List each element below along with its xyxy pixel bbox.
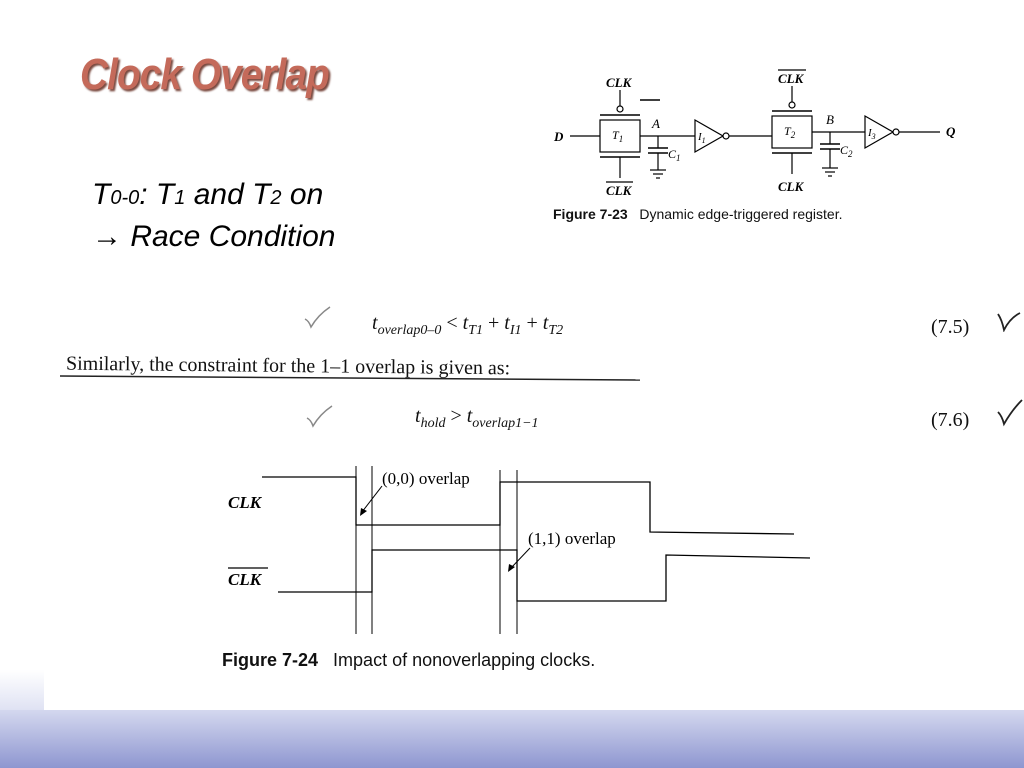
arrow-00-overlap [361, 485, 383, 513]
equation-number-7-5: (7.5) [931, 316, 970, 338]
label-clk-top-1: CLK [606, 75, 633, 90]
inverter-i3 [864, 114, 895, 150]
bullet-colon-t: : T [139, 178, 175, 211]
slide-title: Clock Overlap [80, 50, 330, 99]
label-t2: T2 [784, 124, 796, 140]
bullet-t2-sub: 2 [270, 187, 282, 209]
label-d: D [553, 129, 564, 144]
label-node-a: A [651, 116, 660, 131]
clk-waveform [262, 476, 795, 535]
label-node-b: B [826, 112, 834, 127]
equation-number-7-6: (7.6) [931, 409, 970, 431]
footer-notch [0, 670, 44, 710]
annotation-00-overlap: (0,0) overlap [382, 469, 470, 488]
label-i3: I3 [867, 127, 876, 141]
figure-7-23-circuit: CLK CLK CLK CLK D Q T1 A C1 I1 T2 B C2 I… [553, 69, 956, 198]
label-i1: I1 [697, 131, 706, 145]
clk-bar-waveform [278, 549, 811, 602]
bullet-t1-sub: 1 [174, 187, 186, 209]
figure-7-23-caption: Figure 7-23 Dynamic edge-triggered regis… [553, 206, 842, 222]
bullet-and-t: and T [185, 178, 271, 211]
figure-7-23-caption-text: Dynamic edge-triggered register. [639, 206, 843, 222]
label-q: Q [946, 124, 956, 139]
label-clk-bar-bottom-1: CLK [606, 183, 633, 198]
figure-7-24-caption: Figure 7-24 Impact of nonoverlapping clo… [222, 650, 595, 671]
figure-7-24-caption-text: Impact of nonoverlapping clocks. [333, 650, 596, 670]
underline-divider [60, 375, 641, 381]
figure-7-24-timing-diagram: CLK CLK (0,0) overlap (1,1) overlap [228, 466, 811, 634]
equation-7-6: thold > toverlap1−1 [415, 405, 539, 431]
label-c1: C1 [668, 147, 681, 163]
label-clk-bottom-2: CLK [778, 179, 805, 194]
bullet-t-sub: 0-0 [110, 187, 140, 209]
bullet-race-condition: → Race Condition [92, 220, 336, 253]
inverter-i1 [694, 118, 725, 154]
label-clk-bar-waveform: CLK [228, 570, 263, 589]
bullet-t: T [92, 178, 111, 211]
checkmark-icon [997, 312, 1021, 332]
label-c2: C2 [840, 143, 853, 159]
label-clk-waveform: CLK [228, 493, 263, 512]
figure-7-23-number: Figure 7-23 [553, 206, 628, 222]
checkmark-icon [997, 399, 1023, 427]
equation-7-5: toverlap0–0 < tT1 + tI1 + tT2 [372, 312, 564, 338]
annotation-11-overlap: (1,1) overlap [528, 529, 616, 548]
figure-7-24-number: Figure 7-24 [222, 650, 319, 670]
label-clk-bar-top-2: CLK [778, 71, 805, 86]
footer-bar [0, 710, 1024, 768]
checkmark-icon [304, 306, 331, 329]
bullet-on: on [281, 178, 324, 211]
checkmark-icon [306, 405, 333, 428]
bullet-overlap-state: T0-0: T1 and T2 on [92, 178, 323, 212]
label-t1: T1 [612, 128, 623, 144]
arrow-11-overlap [510, 547, 531, 569]
